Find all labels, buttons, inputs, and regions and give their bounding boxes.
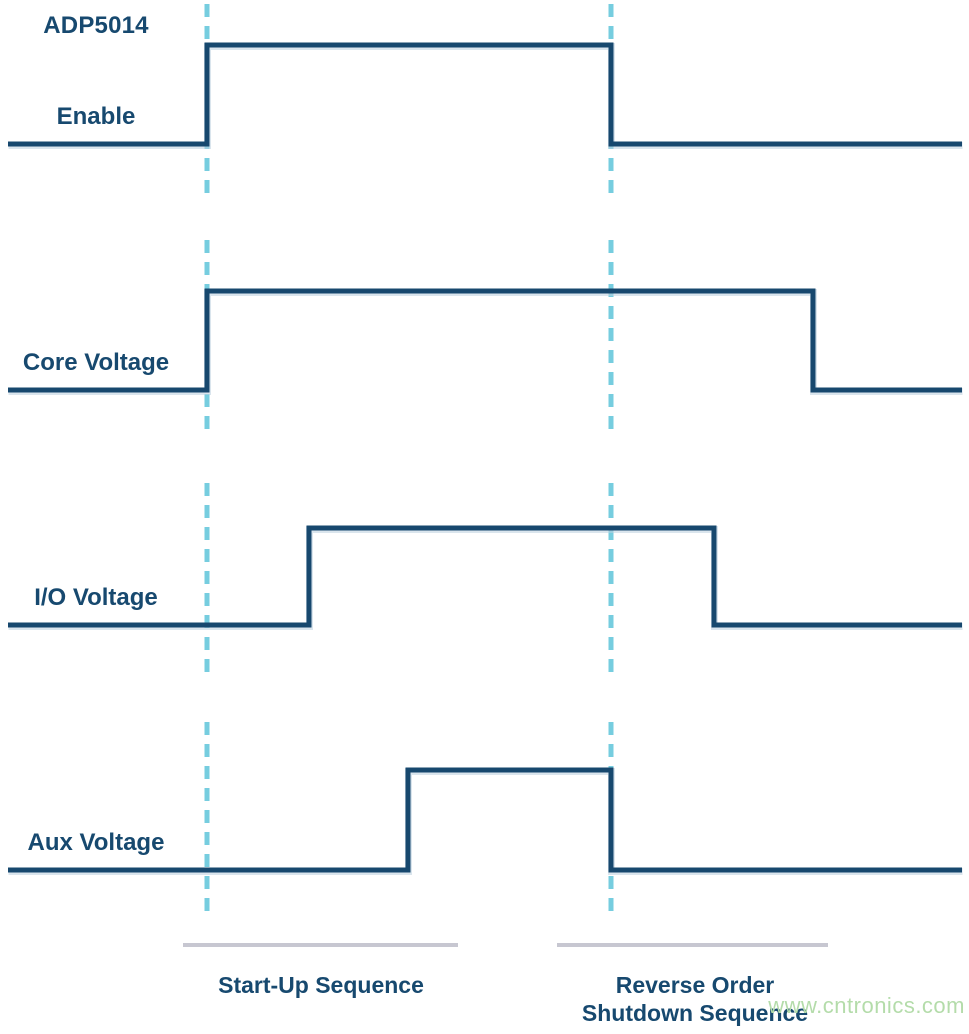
shutdown-sequence-line1: Reverse Order	[615, 972, 775, 998]
shutdown-sequence-line2: Shutdown Sequence	[581, 1000, 809, 1026]
signal-label-core-voltage: Core Voltage	[22, 349, 170, 376]
shutdown-sequence-label: Reverse Order Shutdown Sequence	[557, 971, 833, 1027]
watermark-text: www.cntronics.com	[768, 993, 965, 1018]
chip-title: ADP5014	[43, 12, 149, 39]
signal-label-enable: Enable	[56, 103, 136, 130]
signal-label-aux-voltage: Aux Voltage	[27, 829, 165, 856]
startup-sequence-label: Start-Up Sequence	[183, 971, 459, 999]
startup-sequence-text: Start-Up Sequence	[218, 972, 424, 998]
signal-label-io-voltage: I/O Voltage	[34, 584, 158, 611]
